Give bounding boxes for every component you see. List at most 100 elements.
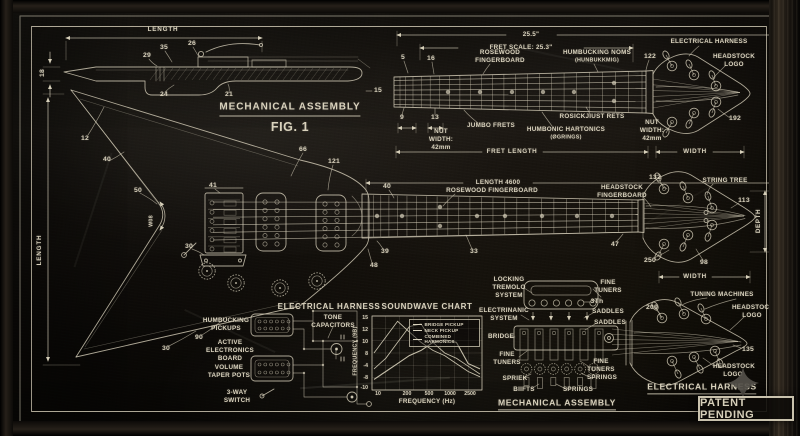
callout-18: 18 (38, 68, 46, 78)
callout-113: 113 (738, 196, 750, 204)
chart-y-tick: -8 (363, 374, 368, 381)
fig1-title: MECHANICAL ASSEMBLY (219, 102, 361, 117)
callout-122: 122 (643, 52, 657, 60)
label-tuning-machines: TUNING MACHINES (690, 291, 754, 299)
circuit-title: ELECTRICAL HARNESS (277, 302, 381, 311)
label-rosickjiust: ROSICKJIUST RETS (559, 113, 625, 121)
legend-label: COMBINED HARMONICS (424, 334, 455, 344)
label-fine-tuners-b: FINE TUNERS (493, 351, 521, 366)
callout-13: 13 (430, 113, 440, 121)
dim-nut-width-left: NUT WIDTH: 42mm (428, 128, 454, 151)
chart-y-axis-label: FREQUENCY (9B) (352, 326, 359, 376)
label-locking-tremolo: LOCKING TREMOLO SYSTEM (492, 276, 526, 299)
label-humbucking-noms: HUMBUCKING NOMS (562, 49, 632, 57)
callout-21: 21 (224, 90, 234, 98)
legend-item: BRIDGE PICKUP (413, 322, 476, 327)
callout-41: 41 (208, 181, 218, 189)
dim-width-head1: WIDTH (683, 148, 707, 156)
fretboard-detail-drawing (393, 70, 654, 114)
callout-16: 16 (426, 54, 436, 62)
chart-y-tick: -10 (360, 384, 369, 391)
label-string-tree: STRING TREE (702, 177, 748, 185)
legend-line-swatch (413, 324, 422, 325)
label-biifts: BIIFTS (513, 386, 535, 394)
sparkle-icon (727, 367, 759, 399)
chart-frame (371, 315, 483, 391)
callout-24: 24 (159, 90, 169, 98)
chart-x-tick: 2500 (464, 390, 476, 397)
callout-39: 39 (380, 247, 390, 255)
callout-30-bridge: 30 (184, 242, 194, 250)
callout-132: 132 (648, 173, 662, 181)
dim-length-neck: LENGTH 4600 (475, 179, 521, 187)
label-electrical-harness-top: ELECTRICAL HARNESS (670, 38, 748, 46)
label-headstock-logo-top: HEADSTOCK LOGO (713, 53, 756, 68)
label-saddles-a: SADDLES (592, 308, 624, 316)
dimension-lines (42, 30, 787, 366)
callout-192: 192 (728, 114, 742, 122)
tremolo-title: MECHANICAL ASSEMBLY (497, 397, 617, 411)
chart-y-tick: 15 (362, 314, 368, 321)
label-three-way-switch: 3-WAY SWITCH (223, 389, 251, 404)
callout-29: 29 (142, 51, 152, 59)
callout-notch-angle: W08 (148, 215, 155, 227)
callout-12: 12 (80, 134, 90, 142)
dim-fret-scale: FRET SCALE: 25.3" (489, 44, 553, 52)
dim-length-top: LENGTH (147, 26, 179, 34)
harness-title: ELECTRICAL HARNESS (647, 381, 757, 395)
callout-15: 15 (373, 86, 383, 94)
headstock-detail-1 (652, 53, 751, 134)
label-humbucking-noms-sub: (HUNBUKKMIG) (574, 57, 620, 64)
fig1-caption: FIG. 1 (270, 120, 310, 135)
chart-legend: BRIDGE PICKUP NECK PICKUP COMBINED HARMO… (409, 319, 480, 347)
callout-5: 5 (400, 53, 406, 61)
label-bridge: BRIDGE (488, 333, 514, 341)
legend-line-swatch (413, 330, 422, 331)
chart-x-tick: 10 (375, 390, 381, 397)
callout-26: 26 (187, 39, 197, 47)
label-fine-tuners-c: FINE TUNERS (587, 358, 615, 373)
headstock-detail-2 (642, 171, 756, 263)
callout-30-wing: 30 (161, 344, 171, 352)
callout-33: 33 (469, 247, 479, 255)
chart-y-tick: 8 (365, 350, 368, 357)
patent-pending-stamp: PATENT PENDING (698, 396, 794, 421)
dim-nut-width-right: NUT WIDTH: 42mm (639, 119, 665, 142)
label-headstock-fingerboard: HEADSTOCK FINGERBOARD (597, 184, 647, 199)
callout-9: 9 (399, 113, 405, 121)
tremolo-drawing (513, 280, 619, 351)
legend-label: NECK PICKUP (424, 328, 459, 333)
label-tone-capacitors: TONE CAPACITORS (311, 314, 355, 329)
callout-50: 50 (133, 186, 143, 194)
chart-x-tick: 500 (424, 390, 434, 397)
label-rosewood-top: ROSEWOOD FINGERBOARD (475, 49, 525, 64)
leader-lines (87, 45, 745, 390)
chart-y-tick: -4 (363, 362, 368, 369)
label-springs-b: SPRINGS (562, 386, 594, 394)
label-active-board: ACTIVE ELECTRONICS BOARD (206, 339, 254, 362)
label-fine-tuners-a: FINE TUNERS (594, 279, 622, 294)
legend-line-swatch (413, 338, 422, 340)
callout-47: 47 (610, 240, 620, 248)
chart-y-tick: 12 (362, 326, 368, 333)
label-headstock-logo-b: HEADSTOCK LOGO (713, 363, 756, 378)
chart-x-tick: 1000 (444, 390, 456, 397)
circuit-drawing (250, 310, 372, 407)
dim-length-side: LENGTH (36, 234, 44, 266)
label-headstock-logo-a: HEADSTOCK LOGO (732, 304, 775, 319)
label-humbonic-sub: (ØGRINGS) (550, 134, 582, 141)
label-jumbo-frets: JUMBO FRETS (467, 122, 515, 130)
callout-40-wing: 40 (102, 155, 112, 163)
callout-35: 35 (159, 43, 169, 51)
chart-x-axis-label: FREQUENCY (Hz) (398, 398, 456, 406)
callout-250: 250 (643, 256, 657, 264)
dim-fret-length: FRET LENGTH (486, 148, 538, 156)
legend-item: COMBINED HARMONICS (413, 334, 476, 344)
callout-121: 121 (327, 157, 341, 165)
label-humbonic: HUMBONIC HARTONICS (526, 126, 606, 134)
label-rosewood-mid: ROSEWOOD FINGERBOARD (446, 187, 538, 195)
label-springs-a: SPRINGS (586, 374, 618, 382)
label-humbucking-pickups: HUMBUCKING PICKUPS (202, 317, 250, 332)
